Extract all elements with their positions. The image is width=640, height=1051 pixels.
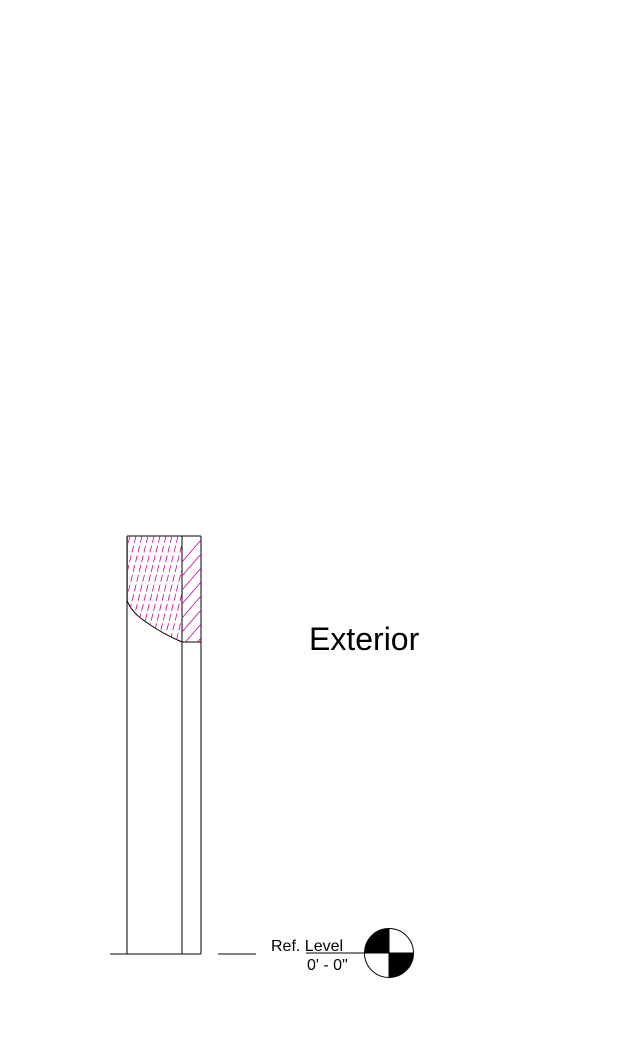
core-hatch-line [192, 536, 220, 650]
finish-hatch-line [182, 581, 201, 605]
level-name: Ref. Level [271, 938, 343, 955]
level-target-icon [364, 928, 414, 978]
finish-hatch-line [182, 567, 201, 591]
finish-hatch-line [182, 595, 201, 619]
core-hatch-line [155, 536, 182, 642]
core-hatch-line [96, 536, 124, 650]
finish-cut-hatch [182, 539, 201, 688]
core-hatch-line [204, 536, 232, 650]
core-hatch-line [127, 536, 137, 642]
core-hatch-line [131, 536, 161, 642]
core-hatch-line [137, 536, 167, 642]
core-hatch-line [210, 536, 238, 650]
finish-hatch-line [182, 652, 201, 674]
finish-hatch-line [197, 637, 201, 642]
finish-hatch-line [184, 623, 201, 642]
core-hatch-line [127, 536, 131, 642]
exterior-label: Exterior [309, 621, 420, 657]
finish-hatch-line [182, 609, 201, 633]
core-hatch-line [173, 536, 182, 642]
wall-section [126, 535, 202, 954]
core-hatch-line [143, 536, 173, 642]
finish-hatch-line [182, 539, 201, 563]
core-hatch-line [127, 536, 155, 642]
core-hatch-line [127, 536, 149, 642]
level-elevation: 0' - 0" [307, 957, 348, 974]
core-hatch-line [198, 536, 226, 650]
core-hatch-line [161, 536, 182, 642]
finish-hatch-line [182, 553, 201, 577]
finish-hatch-line [182, 666, 201, 688]
core-cut-hatch [96, 536, 238, 650]
core-hatch-line [179, 536, 182, 642]
